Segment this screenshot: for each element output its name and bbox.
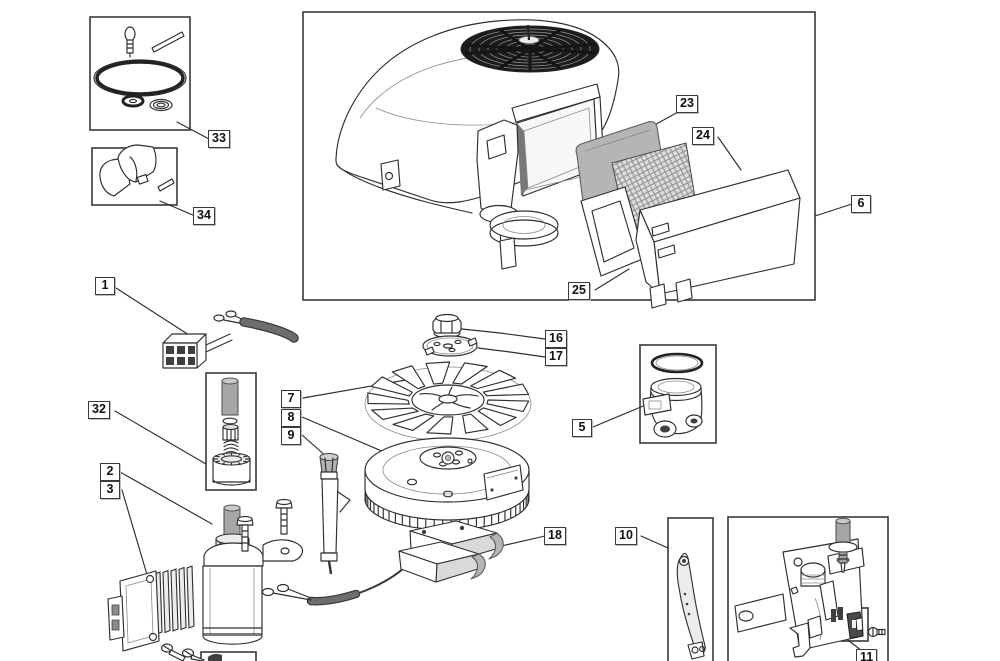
callout-34[interactable]: 34 bbox=[193, 207, 215, 225]
callout-9[interactable]: 9 bbox=[281, 427, 301, 445]
leader-lines bbox=[114, 111, 863, 652]
callout-7[interactable]: 7 bbox=[281, 390, 301, 408]
fan-grille bbox=[460, 24, 600, 73]
starter-drive-kit-drawing bbox=[212, 377, 251, 486]
blower-housing-drawing bbox=[335, 19, 801, 309]
dipstick-drawing bbox=[319, 453, 351, 575]
callout-5[interactable]: 5 bbox=[572, 419, 592, 437]
lever-drawing bbox=[676, 552, 706, 660]
flywheel-drawing bbox=[364, 437, 530, 531]
callout-8[interactable]: 8 bbox=[281, 409, 301, 427]
callout-17[interactable]: 17 bbox=[545, 348, 567, 366]
callout-23[interactable]: 23 bbox=[676, 95, 698, 113]
nut-drawing bbox=[432, 313, 462, 339]
callout-24[interactable]: 24 bbox=[692, 127, 714, 145]
callout-3[interactable]: 3 bbox=[100, 481, 120, 499]
ignition-coil-drawing bbox=[261, 520, 504, 606]
regulator-drawing bbox=[107, 565, 205, 661]
box-33 bbox=[89, 16, 191, 131]
carburetor-spacer-drawing bbox=[642, 352, 704, 438]
callout-6[interactable]: 6 bbox=[851, 195, 871, 213]
callout-10[interactable]: 10 bbox=[615, 527, 637, 545]
wiring-harness-drawing bbox=[162, 310, 299, 369]
part-34-clamp-drawing bbox=[99, 144, 175, 197]
part-33-seal-kit-drawing bbox=[93, 26, 187, 112]
callout-1[interactable]: 1 bbox=[95, 277, 115, 295]
starter-cup-drawing bbox=[422, 335, 478, 357]
fan-drawing bbox=[364, 361, 532, 442]
callout-11[interactable]: 11 bbox=[856, 649, 878, 661]
control-bracket-drawing bbox=[734, 517, 886, 658]
callout-2[interactable]: 2 bbox=[100, 463, 120, 481]
callout-18[interactable]: 18 bbox=[544, 527, 566, 545]
callout-32[interactable]: 32 bbox=[88, 401, 110, 419]
air-filter-cover-drawing bbox=[635, 169, 801, 309]
recoil-pulley bbox=[479, 204, 559, 270]
callout-16[interactable]: 16 bbox=[545, 330, 567, 348]
starter-motor-drawing bbox=[202, 498, 304, 645]
callout-33[interactable]: 33 bbox=[208, 130, 230, 148]
callout-25[interactable]: 25 bbox=[568, 282, 590, 300]
filter-frame-drawing bbox=[580, 142, 701, 277]
cut-box-part bbox=[208, 653, 222, 661]
